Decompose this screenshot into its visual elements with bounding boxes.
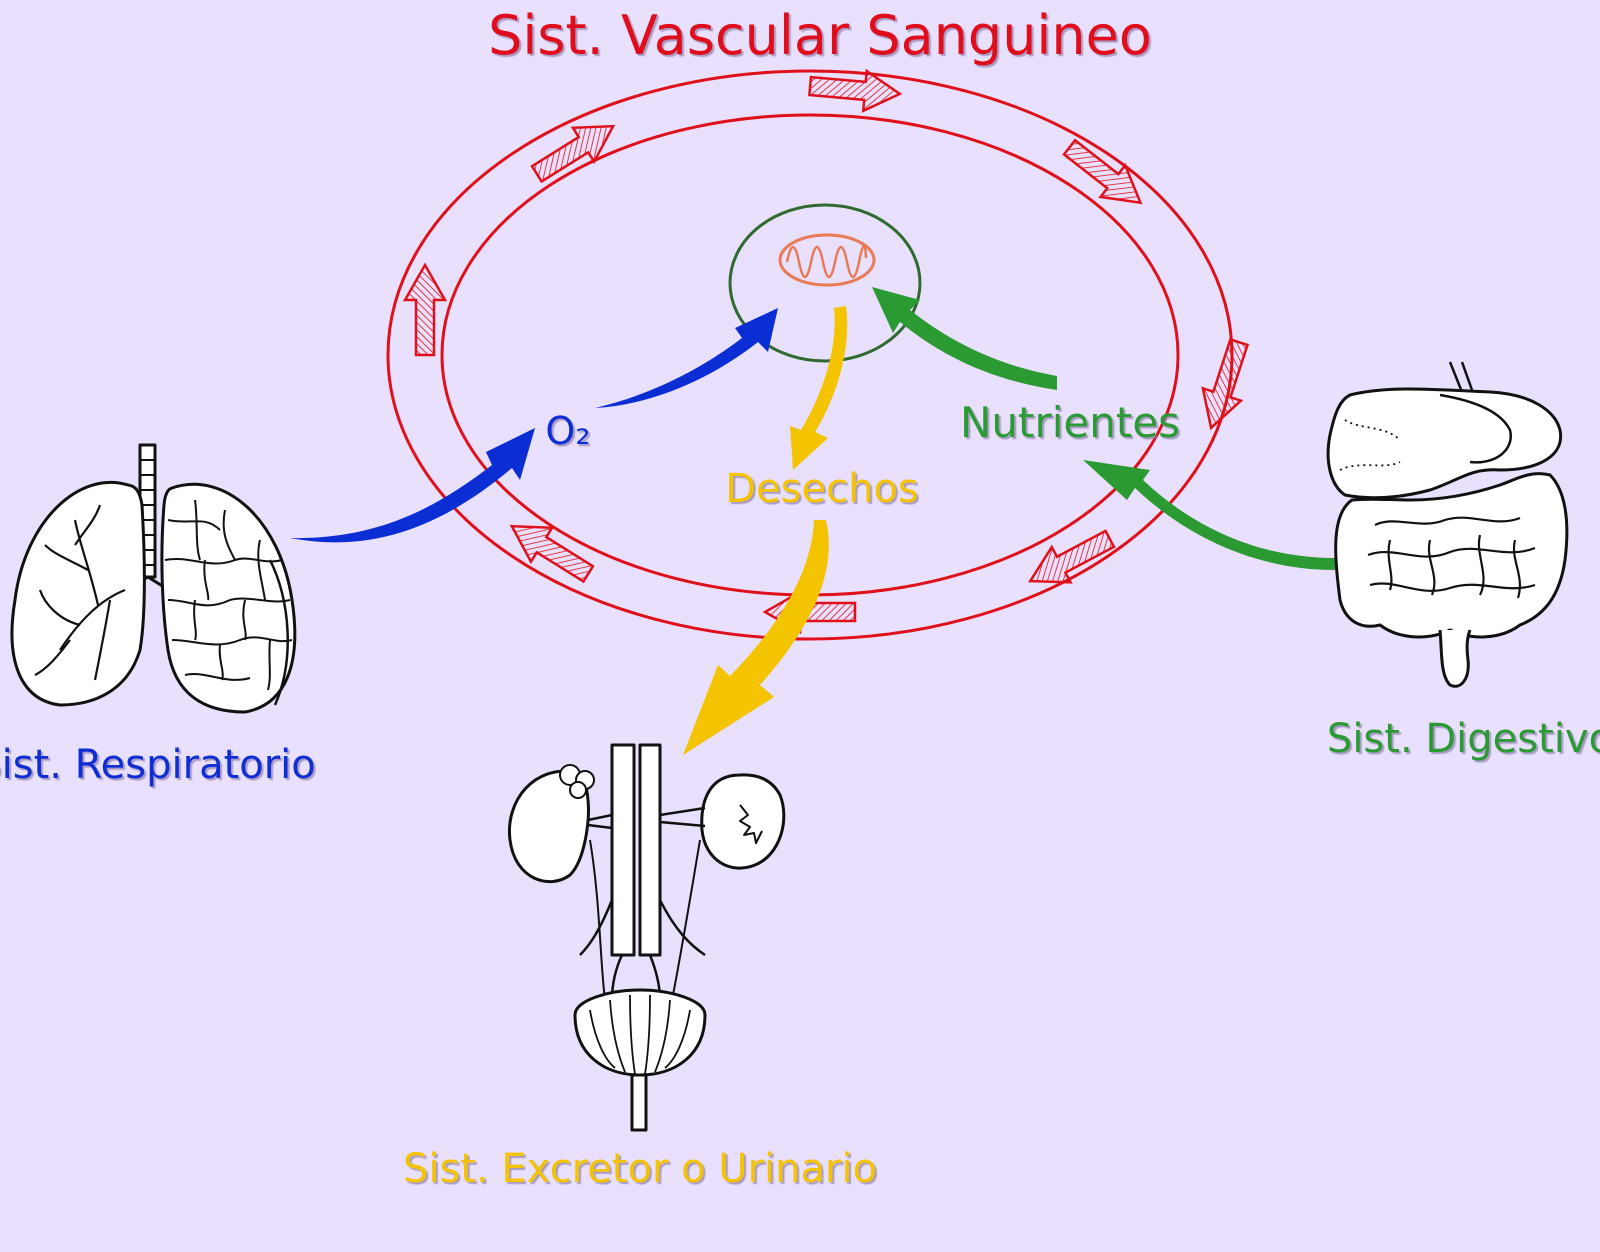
inner-vessel — [440, 113, 1180, 597]
flow-arrow-icon — [509, 524, 595, 584]
waste-label: Desechos — [725, 466, 919, 512]
flow-arrow-icon — [402, 262, 448, 357]
flow-arrow-icon — [1062, 138, 1143, 205]
digestive-system-icon — [1326, 361, 1569, 688]
lungs-icon — [10, 443, 297, 714]
flow-arrow-icon — [1028, 529, 1116, 584]
digestive-system-label: Sist. Digestivo — [1327, 716, 1600, 762]
oxygen-arrows — [290, 308, 778, 543]
mitochondria-icon — [778, 233, 876, 287]
vascular-system-title: Sist. Vascular Sanguineo — [488, 4, 1152, 67]
flow-arrows — [402, 68, 1250, 635]
waste-arrow-kidneys — [683, 520, 829, 755]
oxygen-label: O₂ — [545, 409, 590, 453]
urinary-system-icon — [507, 743, 786, 1132]
nutrient-arrow-digestive — [1083, 460, 1335, 570]
waste-arrow-cell — [790, 306, 848, 470]
flow-arrow-icon — [1201, 337, 1250, 431]
flow-arrow-icon — [530, 124, 616, 184]
oxygen-arrow-lungs — [290, 428, 535, 543]
flow-arrow-icon — [808, 68, 903, 113]
respiratory-system-label: Sist. Respiratorio — [0, 742, 316, 788]
cell — [728, 203, 922, 363]
oxygen-arrow-cell — [595, 308, 778, 408]
waste-arrows — [683, 306, 848, 755]
nutrient-arrows — [872, 287, 1335, 570]
nutrients-label: Nutrientes — [960, 398, 1180, 447]
nutrient-arrow-cell — [872, 287, 1057, 390]
excretory-system-label: Sist. Excretor o Urinario — [403, 1146, 877, 1192]
